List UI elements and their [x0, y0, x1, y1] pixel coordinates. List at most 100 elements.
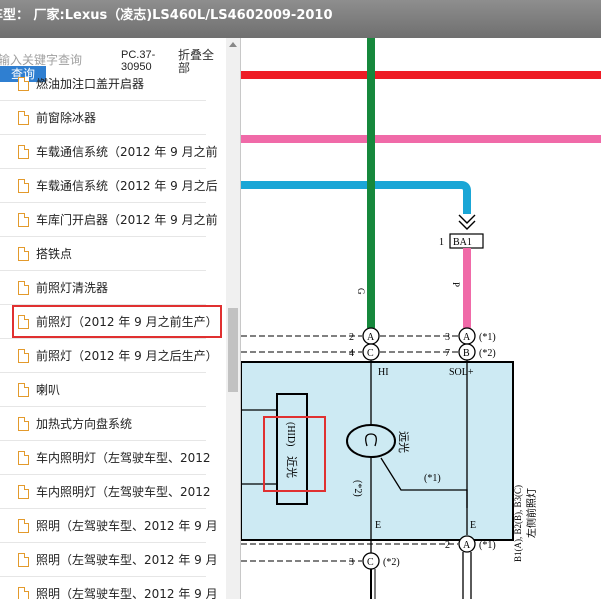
filament-icon	[365, 433, 377, 447]
low-beam-label: 近光	[285, 456, 299, 478]
document-icon	[18, 213, 29, 227]
e-terminal-label: E	[470, 520, 476, 531]
list-item-label: 前照灯（2012 年 9 月之后生产）	[36, 349, 218, 363]
sidebar-toolbar: 查询 PC.37-30950 折叠全部	[0, 38, 240, 84]
hid-label: (HID)	[285, 422, 296, 446]
terminal-c-label: C	[367, 348, 374, 359]
list-item[interactable]: 喇叭	[0, 373, 226, 407]
pin-label: 3	[445, 332, 450, 343]
list-item[interactable]: 照明（左驾驶车型、2012 年 9 月	[0, 577, 226, 599]
list-item[interactable]: 车载通信系统（2012 年 9 月之后	[0, 169, 226, 203]
document-icon	[18, 587, 29, 599]
pink-wire	[241, 135, 601, 143]
list-item-label: 照明（左驾驶车型、2012 年 9 月	[36, 519, 218, 533]
list-item[interactable]: 照明（左驾驶车型、2012 年 9 月	[0, 543, 226, 577]
selection-highlight	[12, 305, 222, 338]
terminal-a	[458, 535, 476, 553]
pin-label: 7	[445, 348, 450, 359]
connector-arrow-icon	[458, 214, 476, 230]
terminal-a-label: A	[463, 332, 471, 343]
note-label: (*2)	[479, 348, 496, 359]
terminal-a-label: A	[367, 332, 375, 343]
pc-code-label: PC.37-30950	[121, 49, 156, 73]
list-item-label: 搭铁点	[36, 247, 73, 261]
list-item[interactable]: 搭铁点	[0, 237, 226, 271]
sidebar: 查询 PC.37-30950 折叠全部 燃油加注口盖开启器 前窗除冰器 车载通信…	[0, 38, 241, 599]
wire-color-p: P	[451, 282, 461, 287]
document-icon	[18, 179, 29, 193]
note-label: (*1)	[424, 473, 441, 484]
document-icon	[18, 281, 29, 295]
wiring-diagram: BA1 1 G P A C A B 2 4 3 7 (*1) (*2) HI S…	[241, 38, 601, 599]
green-wire	[367, 38, 375, 328]
document-icon	[18, 451, 29, 465]
list-item-label: 前窗除冰器	[36, 111, 97, 125]
window-title-bar: 车型： 厂家:Lexus（凌志)LS460L/LS4602009-2010	[0, 0, 601, 38]
pin-label: 2	[349, 332, 354, 343]
list-item-label: 照明（左驾驶车型、2012 年 9 月	[36, 553, 218, 567]
terminal-a-label: A	[463, 540, 471, 551]
document-icon	[18, 247, 29, 261]
blue-wire	[241, 181, 471, 214]
red-wire	[241, 71, 601, 79]
list-item[interactable]: 车内照明灯（左驾驶车型、2012	[0, 475, 226, 509]
internal-wire	[380, 457, 468, 535]
list-item[interactable]: 车库门开启器（2012 年 9 月之前	[0, 203, 226, 237]
ba1-pin-label: 1	[439, 237, 444, 248]
pin-label: 2	[445, 540, 450, 551]
wire-color-g: G	[356, 288, 366, 295]
note-label: (*1)	[479, 540, 496, 551]
list-item-selected[interactable]: 前照灯（2012 年 9 月之前生产）	[0, 305, 226, 339]
search-input[interactable]	[0, 50, 112, 70]
document-icon	[18, 417, 29, 431]
note-label: (*2)	[383, 557, 400, 568]
hi-terminal-label: HI	[378, 367, 389, 378]
document-icon	[18, 383, 29, 397]
pink-vertical-wire	[463, 248, 471, 328]
hid-module	[276, 393, 308, 505]
document-icon	[18, 315, 29, 329]
sidebar-scrollbar[interactable]	[226, 38, 240, 599]
note-label: (*1)	[479, 332, 496, 343]
connector-ref-label: B1(A), B2(B), B3(C)	[513, 485, 523, 562]
list-item-label: 车库门开启器（2012 年 9 月之前	[36, 213, 218, 227]
list-item-label: 前照灯清洗器	[36, 281, 109, 295]
list-item-label: 前照灯（2012 年 9 月之前生产）	[36, 315, 218, 329]
list-item[interactable]: 前照灯清洗器	[0, 271, 226, 305]
collapse-all-button[interactable]: 折叠全部	[178, 48, 215, 75]
list-item[interactable]: 车载通信系统（2012 年 9 月之前	[0, 135, 226, 169]
document-icon	[18, 145, 29, 159]
lamp-bulb-icon	[346, 424, 396, 458]
annotation-highlight-box	[263, 416, 326, 492]
list-item[interactable]: 燃油加注口盖开启器	[0, 67, 226, 101]
sol-terminal-label: SOL+	[449, 367, 474, 378]
high-beam-label: 远光	[397, 431, 411, 453]
list-item-label: 车载通信系统（2012 年 9 月之后	[36, 179, 218, 193]
list-item[interactable]: 加热式方向盘系统	[0, 407, 226, 441]
document-icon	[18, 553, 29, 567]
pin-label: 3	[349, 557, 354, 568]
list-item-label: 燃油加注口盖开启器	[36, 77, 145, 91]
scroll-thumb[interactable]	[228, 308, 238, 392]
list-item[interactable]: 前窗除冰器	[0, 101, 226, 135]
document-icon	[18, 349, 29, 363]
wiring-diagram-svg: BA1 1 G P A C A B 2 4 3 7 (*1) (*2) HI S…	[241, 38, 601, 599]
terminal-b-label: B	[463, 348, 470, 359]
ba1-label: BA1	[453, 237, 472, 248]
pin-label: 4	[349, 348, 354, 359]
list-item[interactable]: 车内照明灯（左驾驶车型、2012	[0, 441, 226, 475]
document-icon	[18, 111, 29, 125]
document-icon	[18, 77, 29, 91]
list-item[interactable]: 前照灯（2012 年 9 月之后生产）	[0, 339, 226, 373]
document-icon	[18, 519, 29, 533]
note-label: (*2)	[352, 480, 363, 497]
document-icon	[18, 485, 29, 499]
list-item[interactable]: 照明（左驾驶车型、2012 年 9 月	[0, 509, 226, 543]
component-label: 左侧前照灯	[525, 488, 538, 538]
terminal-c-label: C	[367, 557, 374, 568]
list-item-label: 喇叭	[36, 383, 61, 397]
scroll-up-icon[interactable]	[229, 42, 237, 47]
e-terminal-label: E	[375, 520, 381, 531]
list-item-label: 车载通信系统（2012 年 9 月之前	[36, 145, 218, 159]
list-item-label: 车内照明灯（左驾驶车型、2012	[36, 451, 211, 465]
